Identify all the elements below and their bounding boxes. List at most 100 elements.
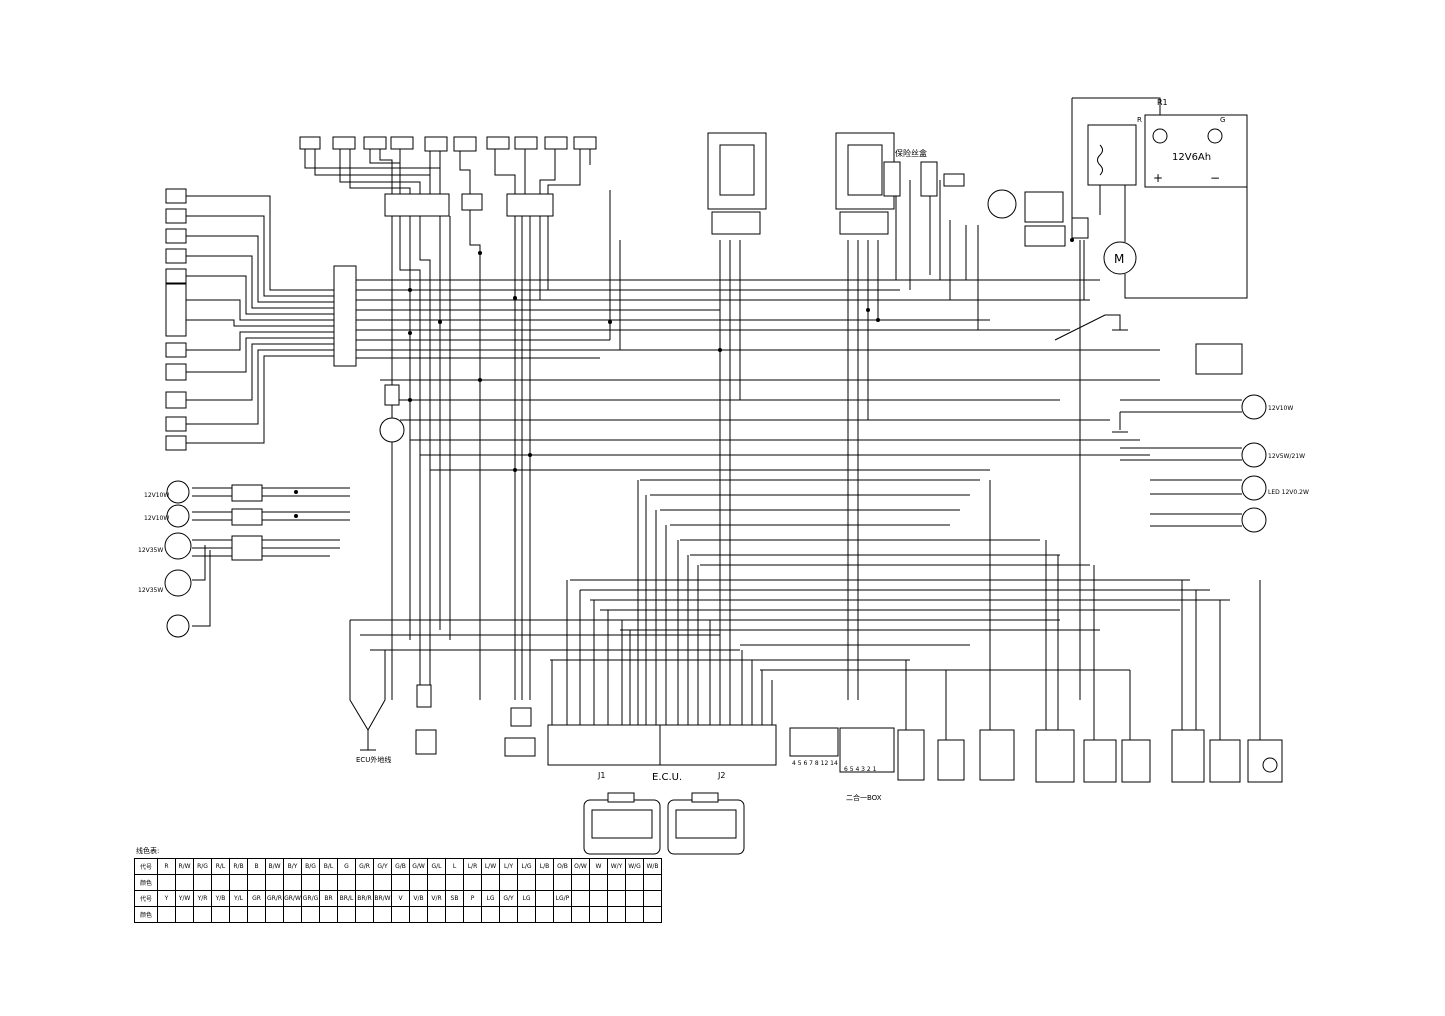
wire-table-cell: R (157, 858, 176, 875)
lamp-right-3: LED 12V0.2W (1268, 489, 1309, 496)
wire-table-cell (481, 874, 500, 891)
wire-table-cell: W/Y (607, 858, 626, 875)
wire-table-cell (625, 874, 644, 891)
wire-table-cell: BR/R (355, 890, 374, 907)
wire-table-cell: GR/W (283, 890, 302, 907)
wire-table-cell (625, 906, 644, 923)
lamp-right-1: 12V10W (1268, 405, 1293, 412)
wire-table-row: 颜色 (134, 874, 662, 891)
wire-table-cell: Y/R (193, 890, 212, 907)
wire-table-cell: Y/B (211, 890, 230, 907)
wire-table-cell (607, 906, 626, 923)
wire-table-cell: L/G (517, 858, 536, 875)
terminal-g: G (1220, 116, 1225, 124)
box-pins: 6 5 4 3 2 1 (844, 766, 877, 773)
wire-table-cell (265, 906, 284, 923)
wire-table-cell (427, 906, 446, 923)
wire-table-cell (319, 906, 338, 923)
wire-table-cell: R/W (175, 858, 194, 875)
ecu-label: E.C.U. (652, 772, 682, 783)
wire-table-cell (355, 906, 374, 923)
wire-table-cell: Y (157, 890, 176, 907)
wire-table-cell: L/W (481, 858, 500, 875)
wire-table-cell: B/W (265, 858, 284, 875)
lamp-left-3: 12V35W (138, 547, 163, 554)
wire-table-cell (193, 874, 212, 891)
wire-table-cell: R/B (229, 858, 248, 875)
wire-table-cell: L/Y (499, 858, 518, 875)
wire-table-cell: B/G (301, 858, 320, 875)
ecu-pin-wires (551, 480, 773, 725)
wire-table-cell (535, 890, 554, 907)
wire-table-cell (337, 874, 356, 891)
wire-table-cell: SB (445, 890, 464, 907)
wire-table-cell (607, 890, 626, 907)
wire-table-cell (517, 874, 536, 891)
wire-table-cell (373, 906, 392, 923)
harness-trunks (391, 180, 1085, 700)
wire-table-cell (373, 874, 392, 891)
wire-table-cell (211, 906, 230, 923)
wire-table-row: 颜色 (134, 906, 662, 923)
wire-table-cell: W (589, 858, 608, 875)
wire-table-cell (571, 874, 590, 891)
wire-table-cell (445, 906, 464, 923)
wire-table-cell (535, 874, 554, 891)
wire-table-cell (535, 906, 554, 923)
wire-table-cell (391, 906, 410, 923)
motor-label: M (1114, 252, 1124, 266)
wire-table-cell (589, 906, 608, 923)
terminal-r: R (1137, 116, 1142, 124)
wire-table-cell: Y/W (175, 890, 194, 907)
ecu-ground-label: ECU外地线 (356, 755, 391, 764)
wire-table-cell (463, 906, 482, 923)
wire-table-cell (337, 906, 356, 923)
wire-table-cell (517, 906, 536, 923)
wire-table-cell (175, 874, 194, 891)
fuse-box-label: 保险丝盒 (895, 148, 927, 158)
wire-table-cell: LG (517, 890, 536, 907)
wire-table-cell: G (337, 858, 356, 875)
wire-table-cell (157, 874, 176, 891)
ecu-block: J1 E.C.U. J2 (547, 724, 777, 783)
left-lamps: 12V10W 12V35W 12V35W 12V10W (138, 480, 350, 638)
wire-table-cell: BR/W (373, 890, 392, 907)
wire-table-cell (463, 874, 482, 891)
wire-table-cell (319, 874, 338, 891)
harness-bus (350, 379, 1230, 671)
wire-table-cell (571, 890, 590, 907)
lamp-left-4: 12V35W (138, 587, 163, 594)
wire-table-cell (391, 874, 410, 891)
wire-table-cell: P (463, 890, 482, 907)
wire-table-cell: O/W (571, 858, 590, 875)
wire-table-cell: G/L (427, 858, 446, 875)
j2-label: J2 (717, 771, 725, 780)
wire-table-cell (265, 874, 284, 891)
wire-table-cell (301, 874, 320, 891)
wire-table-cell: GR (247, 890, 266, 907)
diag-pins: 4 5 6 7 8 12 14 16 (792, 760, 848, 767)
wire-table-cell (247, 906, 266, 923)
wire-table-cell: LG/P (553, 890, 572, 907)
wire-table-cell: O/B (553, 858, 572, 875)
wire-table-cell: BR (319, 890, 338, 907)
wire-table-cell (589, 890, 608, 907)
bottom-right-sensors: 4 5 6 7 8 12 14 16 6 5 4 3 2 1 二合一BOX (789, 480, 1283, 802)
wire-table-cell: 代号 (134, 858, 158, 875)
ground-right (1054, 314, 1128, 433)
wire-table-cell: B (247, 858, 266, 875)
wire-table-cell: B/Y (283, 858, 302, 875)
wire-table-cell (499, 874, 518, 891)
wire-table-cell (553, 874, 572, 891)
wire-table-cell (445, 874, 464, 891)
wire-table-cell (175, 906, 194, 923)
wire-table-cell (157, 906, 176, 923)
battery-label: 12V6Ah (1172, 152, 1211, 163)
wire-table-cell: 颜色 (134, 874, 158, 891)
wire-table-cell: GR/R (265, 890, 284, 907)
wire-table-cell: L (445, 858, 464, 875)
wire-table-cell: V (391, 890, 410, 907)
wire-table-cell (247, 874, 266, 891)
